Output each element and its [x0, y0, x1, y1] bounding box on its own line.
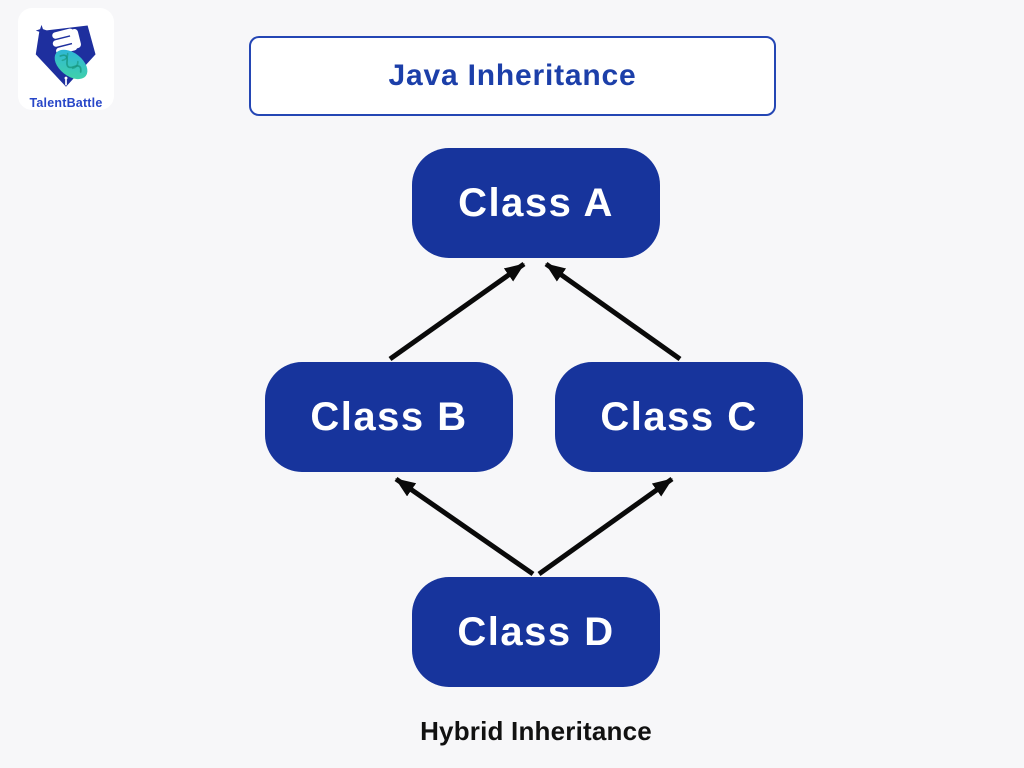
node-class-d: Class D: [412, 577, 660, 687]
diagram-caption: Hybrid Inheritance: [420, 716, 652, 746]
talentbattle-logo: TalentBattle: [18, 8, 114, 110]
edge-d-to-c: [537, 476, 674, 577]
node-class-c: Class C: [555, 362, 803, 472]
shield-fist-brain-icon: [35, 24, 96, 87]
edge-b-to-a: [388, 261, 526, 362]
node-class-a: Class A: [412, 148, 660, 258]
edge-c-to-a: [544, 261, 682, 362]
logo-wordmark: TalentBattle: [29, 96, 103, 110]
diagram-title: Java Inheritance: [388, 59, 637, 92]
node-class-b: Class B: [265, 362, 513, 472]
diagram-title-box: Java Inheritance: [249, 36, 776, 116]
edge-d-to-b: [394, 476, 535, 577]
